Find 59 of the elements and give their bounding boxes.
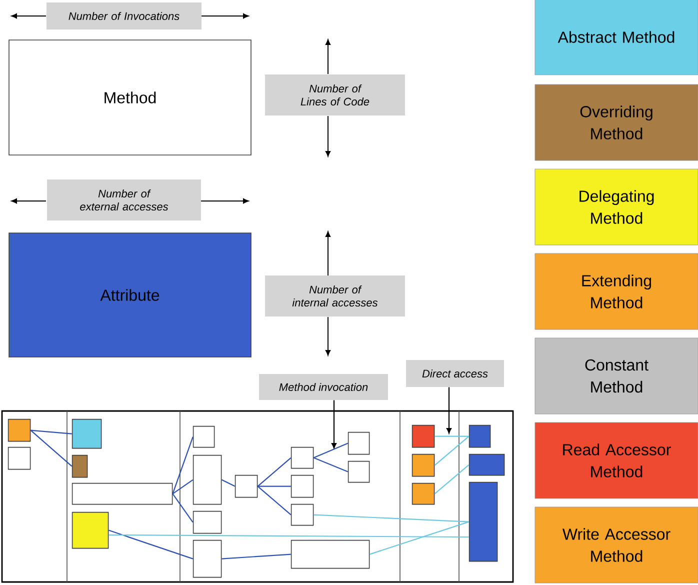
connector	[434, 436, 469, 437]
method-box	[290, 540, 370, 569]
method-box	[290, 446, 314, 469]
callout-label: Direct access	[406, 360, 504, 387]
method-box	[348, 432, 370, 455]
connector	[172, 479, 194, 494]
method-box	[192, 454, 222, 505]
legend-box: Overriding Method	[534, 84, 698, 161]
dimension-label: Number of external accesses	[47, 180, 201, 220]
attribute-box: Attribute	[8, 232, 252, 358]
method-box	[234, 474, 258, 498]
method-box: Method	[8, 40, 252, 156]
connector	[30, 430, 72, 467]
method-box	[8, 418, 31, 442]
method-box	[412, 424, 435, 448]
connector	[258, 486, 291, 487]
method-box	[192, 426, 215, 448]
connector	[172, 436, 194, 494]
legend-box: Read Accessor Method	[534, 422, 698, 499]
attribute-box	[468, 482, 498, 562]
connector	[30, 430, 72, 434]
legend-box: Abstract Method	[534, 0, 698, 76]
connector	[108, 534, 469, 538]
method-box	[290, 504, 314, 526]
leader-arrow	[331, 400, 337, 449]
connector	[172, 493, 194, 523]
attribute-box	[468, 424, 491, 448]
legend-box: Constant Method	[534, 338, 698, 414]
legend-box: Delegating Method	[534, 168, 698, 246]
method-box	[72, 482, 173, 505]
connector	[222, 554, 291, 560]
method-box	[192, 540, 222, 578]
legend-box: Write Accessor Method	[534, 506, 698, 584]
connector	[108, 530, 194, 560]
callout-label: Method invocation	[259, 374, 388, 400]
connector	[434, 464, 470, 494]
connector	[314, 442, 348, 458]
method-box	[192, 510, 222, 534]
method-box	[412, 482, 435, 505]
dimension-label: Number of Invocations	[46, 2, 202, 30]
method-box	[72, 454, 88, 478]
method-box	[8, 446, 31, 470]
method-box	[72, 512, 109, 549]
connector	[257, 486, 292, 516]
connector	[314, 514, 469, 522]
dimension-label: Number of internal accesses	[265, 276, 405, 316]
method-box	[290, 474, 314, 498]
connector	[434, 436, 470, 466]
method-box	[72, 418, 102, 449]
connector	[370, 521, 470, 555]
connector	[314, 457, 348, 472]
attribute-box	[468, 454, 505, 476]
method-box	[412, 454, 435, 477]
method-box	[348, 460, 370, 483]
connector	[221, 479, 236, 487]
legend-box: Extending Method	[534, 253, 698, 330]
connector	[257, 457, 292, 487]
dimension-label: Number of Lines of Code	[265, 74, 405, 116]
leader-arrow	[446, 387, 452, 434]
